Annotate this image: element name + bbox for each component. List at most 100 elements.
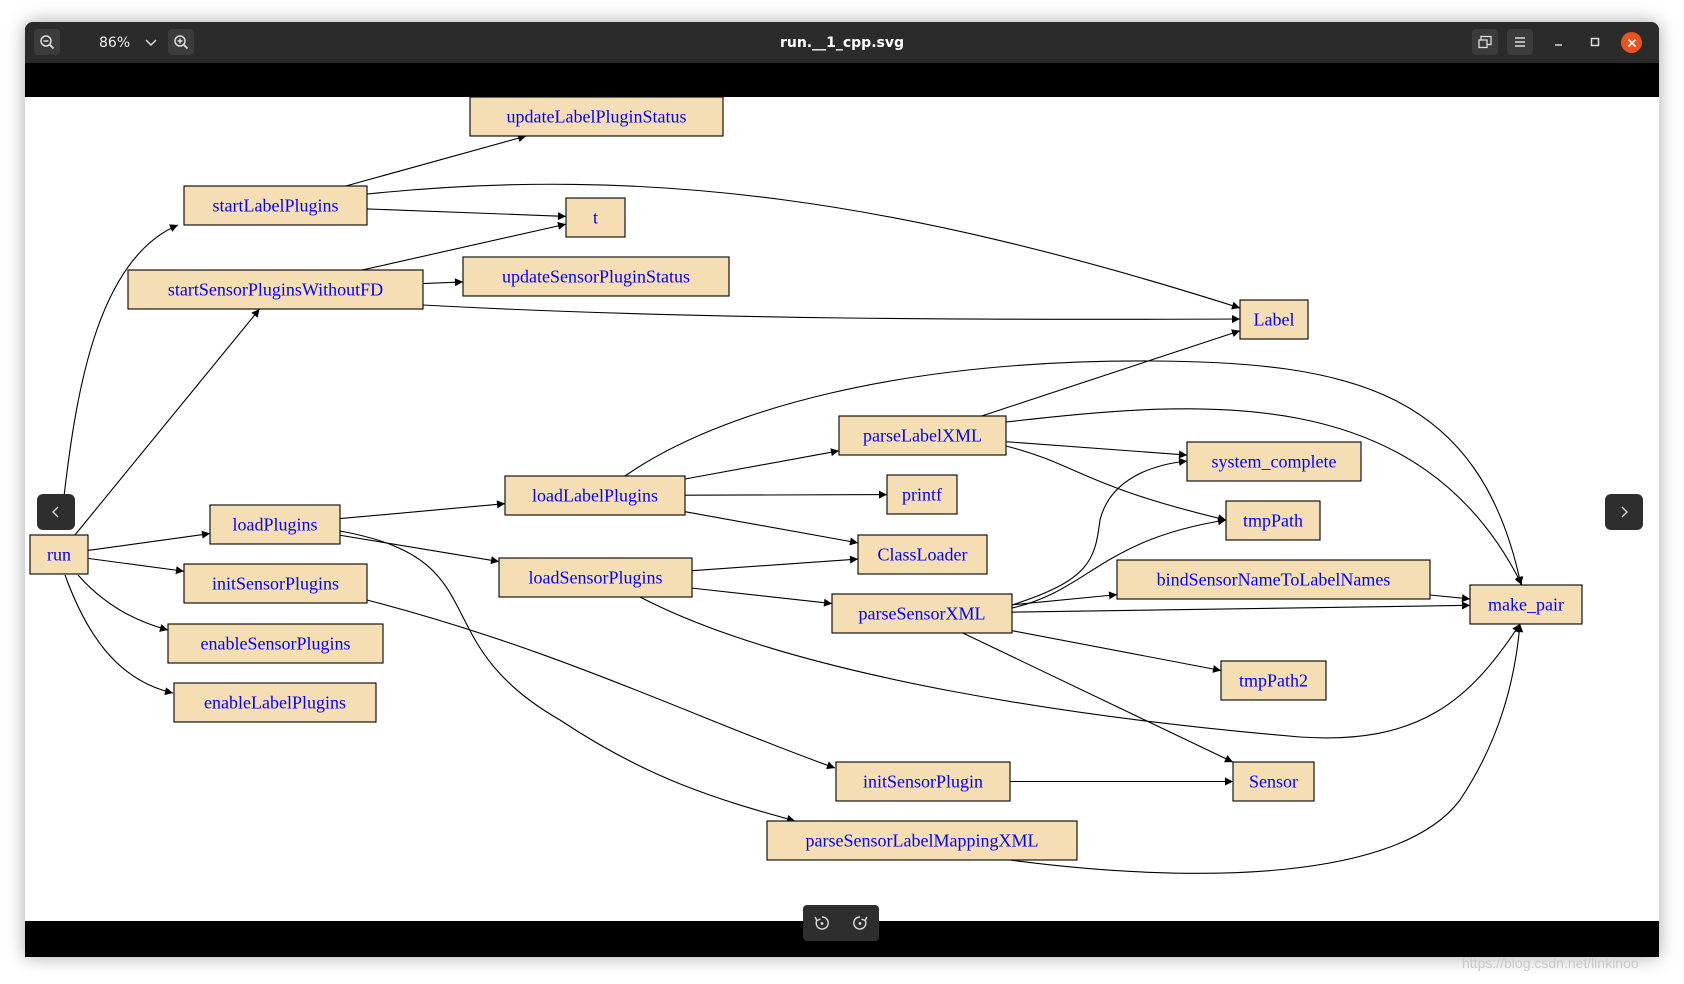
edge-startSensorPluginsWithoutFD-to-updateSensorPluginStatus	[422, 278, 464, 287]
rotate-right-icon[interactable]	[851, 914, 869, 932]
chevron-right-icon	[1621, 506, 1628, 518]
chevron-down-icon	[145, 39, 157, 47]
node-ClassLoader: ClassLoader	[857, 534, 988, 575]
node-box	[209, 504, 341, 545]
node-loadSensorPlugins: loadSensorPlugins	[498, 557, 693, 598]
node-box	[857, 534, 988, 575]
node-label: make_pair	[1488, 595, 1564, 615]
node-box	[504, 475, 686, 516]
node-parseSensorLabelMappingXML: parseSensorLabelMappingXML	[766, 820, 1078, 861]
node-parseLabelXML: parseLabelXML	[838, 415, 1007, 456]
edge-run-to-startSensorPluginsWithoutFD	[74, 308, 260, 536]
rotate-toolbar	[803, 905, 879, 941]
minimize-button[interactable]	[1546, 29, 1572, 55]
edge-loadSensorPlugins-to-ClassLoader	[691, 555, 859, 572]
node-system_complete: system_complete	[1186, 441, 1362, 482]
node-label: parseLabelXML	[863, 426, 982, 446]
edge-parseSensorXML-to-tmpPath	[1011, 517, 1227, 609]
zoom-level-value: 86%	[99, 34, 131, 51]
image-canvas[interactable]: updateLabelPluginStatus startLabelPlugins…	[25, 97, 1659, 921]
node-box	[173, 682, 377, 723]
hamburger-menu-icon	[1515, 37, 1525, 47]
edge-bindSensorNameToLabelNames-to-make_pair	[1429, 594, 1471, 603]
fullscreen-button[interactable]	[1472, 29, 1498, 55]
zoom-level[interactable]: 86%	[75, 30, 165, 55]
edge-parseSensorXML-to-tmpPath2	[1011, 630, 1222, 673]
menu-button[interactable]	[1507, 29, 1533, 55]
rotate-left-icon[interactable]	[813, 914, 831, 932]
chevron-left-icon	[52, 506, 59, 518]
zoom-in-icon	[174, 35, 189, 50]
node-Sensor: Sensor	[1232, 761, 1315, 802]
edge-parseLabelXML-to-Label	[981, 329, 1241, 417]
zoom-out-icon	[40, 35, 55, 50]
edge-startSensorPluginsWithoutFD-to-Label	[422, 304, 1241, 324]
node-Label: Label	[1239, 299, 1309, 340]
zoom-out-button[interactable]	[34, 29, 60, 55]
node-box	[1469, 584, 1583, 625]
node-box	[831, 593, 1013, 634]
node-loadLabelPlugins: loadLabelPlugins	[504, 475, 686, 516]
edge-parseLabelXML-to-system_complete	[1005, 441, 1188, 459]
node-label: initSensorPlugins	[212, 574, 339, 594]
edge-run-to-startLabelPlugins	[62, 224, 179, 506]
edge-startLabelPlugins-to-Label	[366, 183, 1241, 310]
node-label: startSensorPluginsWithoutFD	[168, 280, 383, 300]
node-label: t	[593, 208, 598, 228]
node-label: printf	[902, 485, 942, 505]
zoom-dropdown-button[interactable]	[138, 29, 164, 55]
maximize-button[interactable]	[1582, 29, 1608, 55]
node-initSensorPlugin: initSensorPlugin	[835, 761, 1011, 802]
node-enableLabelPlugins: enableLabelPlugins	[173, 682, 377, 723]
edge-loadLabelPlugins-to-parseLabelXML	[684, 448, 840, 480]
node-box	[1239, 299, 1309, 340]
edge-loadPlugins-to-loadSensorPlugins	[339, 534, 500, 565]
titlebar: 86% run.__1_cpp.svg	[25, 22, 1659, 63]
node-label: enableLabelPlugins	[204, 693, 346, 713]
node-box	[1186, 441, 1362, 482]
node-initSensorPlugins: initSensorPlugins	[183, 563, 368, 604]
node-label: updateSensorPluginStatus	[502, 267, 690, 287]
fullscreen-icon	[1478, 35, 1492, 49]
zoom-in-button[interactable]	[168, 29, 194, 55]
node-enableSensorPlugins: enableSensorPlugins	[167, 623, 384, 664]
next-image-button[interactable]	[1605, 494, 1643, 530]
close-button[interactable]	[1621, 32, 1642, 53]
node-label: ClassLoader	[878, 545, 968, 565]
node-printf: printf	[886, 474, 958, 515]
node-box	[1116, 559, 1431, 600]
node-box	[766, 820, 1078, 861]
node-tmpPath: tmpPath	[1225, 500, 1321, 541]
edge-parseSensorLabelMappingXML-to-make_pair	[1009, 623, 1524, 874]
node-label: system_complete	[1212, 452, 1337, 472]
edge-run-to-enableSensorPlugins	[77, 574, 169, 632]
edge-loadSensorPlugins-to-parseSensorXML	[691, 587, 833, 607]
node-label: updateLabelPluginStatus	[507, 107, 687, 127]
edge-loadPlugins-to-loadLabelPlugins	[339, 500, 506, 520]
node-box	[838, 415, 1007, 456]
node-label: startLabelPlugins	[213, 196, 339, 216]
edge-loadLabelPlugins-to-ClassLoader	[684, 511, 859, 546]
node-box	[1220, 660, 1327, 701]
node-label: Sensor	[1249, 772, 1298, 792]
node-box	[167, 623, 384, 664]
close-icon	[1627, 38, 1636, 47]
call-graph: updateLabelPluginStatus startLabelPlugins…	[29, 97, 1583, 874]
node-loadPlugins: loadPlugins	[209, 504, 341, 545]
minimize-icon	[1555, 44, 1562, 46]
node-box	[183, 185, 368, 226]
edge-parseLabelXML-to-tmpPath	[1005, 445, 1227, 523]
edge-run-to-loadPlugins	[87, 530, 211, 552]
edge-initSensorPlugins-to-initSensorPlugin	[366, 599, 836, 770]
previous-image-button[interactable]	[37, 494, 75, 530]
node-box	[462, 256, 730, 297]
edge-startLabelPlugins-to-updateLabelPluginStatus	[345, 134, 527, 187]
edge-parseSensorXML-to-system_complete	[1011, 457, 1188, 606]
edge-run-to-enableLabelPlugins	[64, 574, 174, 696]
node-make_pair: make_pair	[1469, 584, 1583, 625]
node-box	[183, 563, 368, 604]
node-run: run	[29, 534, 89, 575]
node-label: run	[47, 545, 71, 565]
edge-parseSensorXML-to-Sensor	[962, 632, 1234, 763]
node-label: loadLabelPlugins	[532, 486, 658, 506]
